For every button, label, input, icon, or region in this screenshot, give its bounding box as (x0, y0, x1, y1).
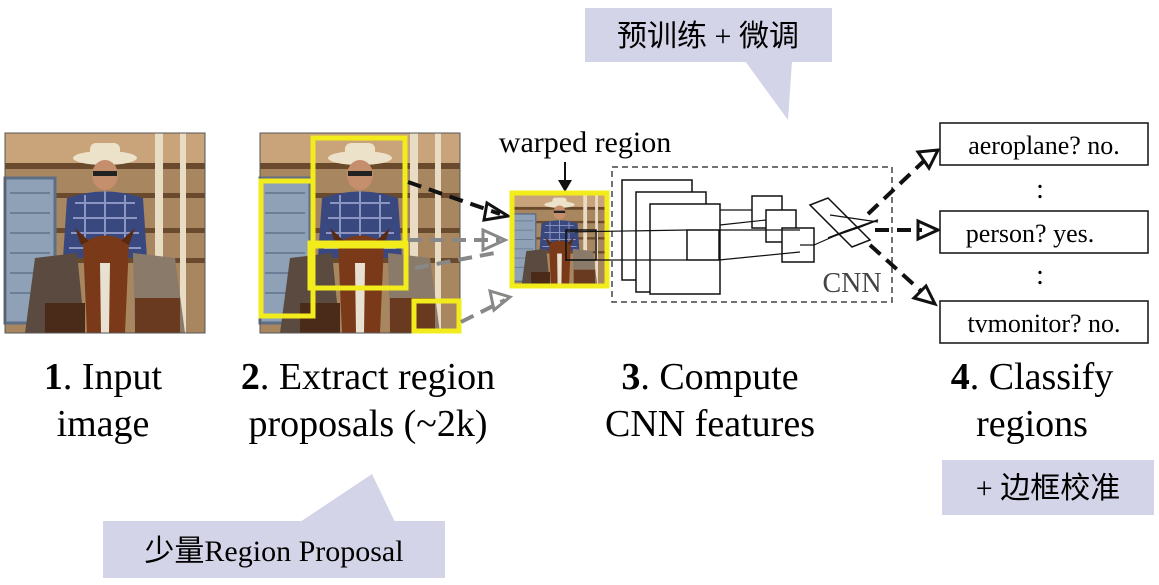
bbox-regression-callout: + 边框校准 (942, 460, 1154, 515)
ellipsis-bottom: : (1036, 260, 1044, 291)
svg-text:3. Compute: 3. Compute (621, 356, 798, 398)
step-4-line1: . Classify (970, 356, 1114, 398)
class-box-tvmonitor: tvmonitor? no. (939, 300, 1149, 344)
warped-region-image (509, 190, 610, 289)
bbox-regression-text: + 边框校准 (976, 472, 1120, 505)
step-2-caption: 2. Extract region proposals (~2k) (241, 356, 495, 445)
input-image (3, 131, 207, 335)
class-box-person: person? yes. (939, 210, 1149, 254)
step-1-caption: 1. Input image (44, 356, 163, 445)
step-1-number: 1 (44, 356, 63, 398)
class-tvmonitor-text: tvmonitor? no. (967, 309, 1120, 338)
step-1-line2: image (57, 403, 150, 445)
step-3-number: 3 (621, 356, 640, 398)
class-aeroplane-text: aeroplane? no. (968, 131, 1120, 160)
svg-text:2. Extract region: 2. Extract region (241, 356, 495, 398)
proposal-arrows (407, 180, 514, 324)
step-2-number: 2 (241, 356, 260, 398)
pretrain-finetune-text: 预训练 + 微调 (617, 20, 799, 53)
step-4-caption: 4. Classify regions (951, 356, 1114, 445)
class-box-aeroplane: aeroplane? no. (939, 122, 1149, 166)
cnn-label: CNN (822, 268, 881, 299)
cnn-network: CNN (564, 166, 893, 303)
region-proposal-boxes (258, 135, 462, 334)
region-proposal-callout: 少量Region Proposal (103, 474, 445, 578)
svg-text:4. Classify: 4. Classify (951, 356, 1114, 398)
step-1-line1: . Input (63, 356, 163, 398)
class-person-text: person? yes. (966, 219, 1095, 248)
step-3-line1: . Compute (640, 356, 798, 398)
step-2-line2: proposals (~2k) (248, 403, 487, 445)
pretrain-finetune-callout: 预训练 + 微调 (585, 8, 832, 120)
step-4-line2: regions (976, 403, 1088, 445)
proposal-image (258, 131, 462, 335)
region-proposal-text: 少量Region Proposal (144, 535, 403, 568)
step-3-line2: CNN features (605, 403, 815, 445)
classify-arrows (866, 148, 942, 307)
step-2-line1: . Extract region (260, 356, 495, 398)
ellipsis-top: : (1036, 174, 1044, 205)
warped-region-label: warped region (499, 126, 671, 159)
step-3-caption: 3. Compute CNN features (605, 356, 815, 445)
step-4-number: 4 (951, 356, 970, 398)
svg-text:1. Input: 1. Input (44, 356, 163, 398)
